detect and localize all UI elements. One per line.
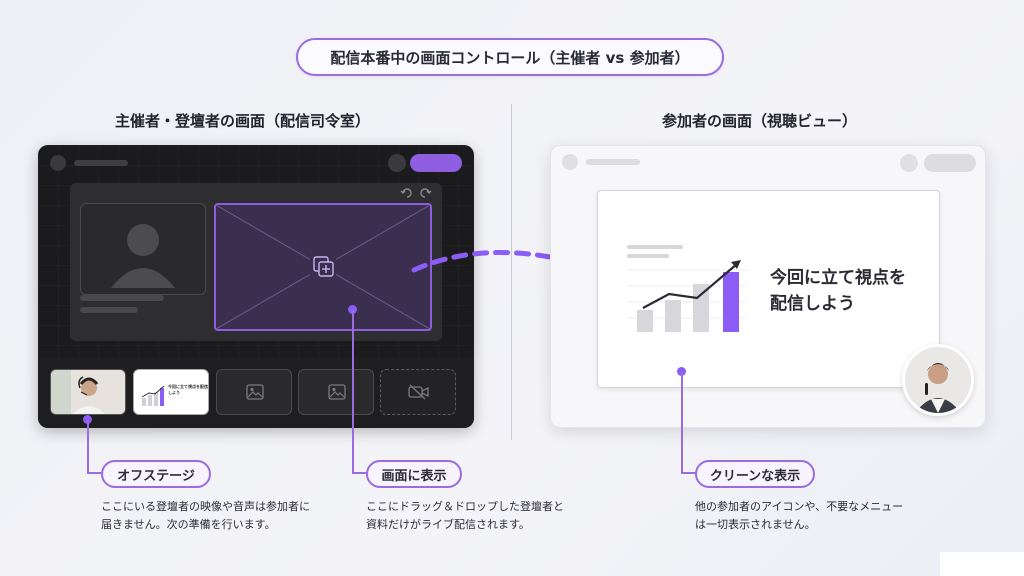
mini-chart-icon [141,385,165,406]
backstage-camera-off-slot[interactable] [380,369,456,415]
attendee-section-heading: 参加者の画面（視聴ビュー） [662,112,858,130]
mini-slide-text: 今回に立て視点を配信しよう [168,384,208,396]
host-settings-icon[interactable] [388,154,406,172]
slide-heading-line [627,245,683,249]
on-screen-label: 画面に表示 [366,460,462,488]
backstage-slide-thumb[interactable]: 今回に立て視点を配信しよう [133,369,209,415]
offstage-label-text: オフステージ [117,468,195,484]
host-section-heading: 主催者・登壇者の画面（配信司令室） [115,112,371,130]
callout-3-connector [681,372,683,472]
diagram-title: 配信本番中の画面コントロール（主催者 vs 参加者） [296,38,724,76]
clean-display-label-text: クリーンな表示 [709,468,801,484]
callout-2-connector [352,310,354,472]
person-placeholder-icon [111,224,175,288]
video-off-icon [408,384,429,400]
backstage-image-slot-1[interactable] [216,369,292,415]
slide-message-line-1: 今回に立て視点を [770,268,906,288]
callout-1-connector [87,420,89,472]
corner-patch [940,552,1024,576]
speaker-avatar-photo [905,347,971,413]
diagram-title-text: 配信本番中の画面コントロール（主催者 vs 参加者） [330,48,690,67]
host-window-title-bar [74,160,128,166]
slide-subheading-line [627,254,669,258]
offstage-description: ここにいる登壇者の映像や音声は参加者に 届きません。次の準備を行います。 [101,498,351,534]
host-window: 今回に立て視点を配信しよう [38,145,474,428]
host-camera-tile[interactable] [80,203,206,295]
offstage-label: オフステージ [101,460,211,488]
attendee-window-title-bar [586,159,640,165]
clean-display-desc-line-2: は一切表示されません。 [695,518,816,532]
on-screen-description: ここにドラッグ＆ドロップした登壇者と 資料だけがライブ配信されます。 [366,498,616,534]
offstage-desc-line-1: ここにいる登壇者の映像や音声は参加者に [101,500,310,513]
slide-message-line-2: 配信しよう [770,294,855,315]
speaker-avatar [902,344,974,416]
attendee-window-dot-icon [562,154,578,170]
clean-display-description: 他の参加者のアイコンや、不要なメニュー は一切表示されません。 [695,498,955,534]
clean-display-label: クリーンな表示 [695,460,815,488]
growth-chart-icon [627,260,747,332]
speaker-photo [51,370,125,414]
callout-3-connector-h [681,472,697,474]
add-to-screen-icon [313,256,334,277]
callout-3-anchor-dot [677,367,686,376]
on-screen-desc-line-1: ここにドラッグ＆ドロップした登壇者と [366,500,564,513]
image-icon [246,384,264,400]
backstage-speaker-thumb[interactable] [50,369,126,415]
host-role-line [80,307,138,313]
callout-2-anchor-dot [348,305,357,314]
on-screen-desc-line-2: 資料だけがライブ配信されます。 [366,518,530,532]
undo-redo-icon[interactable] [400,187,432,199]
on-screen-label-text: 画面に表示 [381,468,447,484]
host-go-live-button[interactable] [410,154,462,172]
backstage-image-slot-2[interactable] [298,369,374,415]
host-window-dot-icon [50,155,66,171]
callout-2-connector-h [352,472,368,474]
image-icon [328,384,346,400]
host-name-line [80,295,164,301]
attendee-live-slide [597,190,940,388]
callout-1-anchor-dot [83,415,92,424]
clean-display-desc-line-1: 他の参加者のアイコンや、不要なメニュー [695,500,904,513]
callout-1-connector-h [87,472,103,474]
offstage-desc-line-2: 届きません。次の準備を行います。 [101,518,276,532]
center-divider [511,104,512,440]
attendee-toolbar-pill[interactable] [924,154,976,172]
attendee-menu-icon[interactable] [900,154,918,172]
slide-message: 今回に立て視点を 配信しよう [770,265,930,318]
